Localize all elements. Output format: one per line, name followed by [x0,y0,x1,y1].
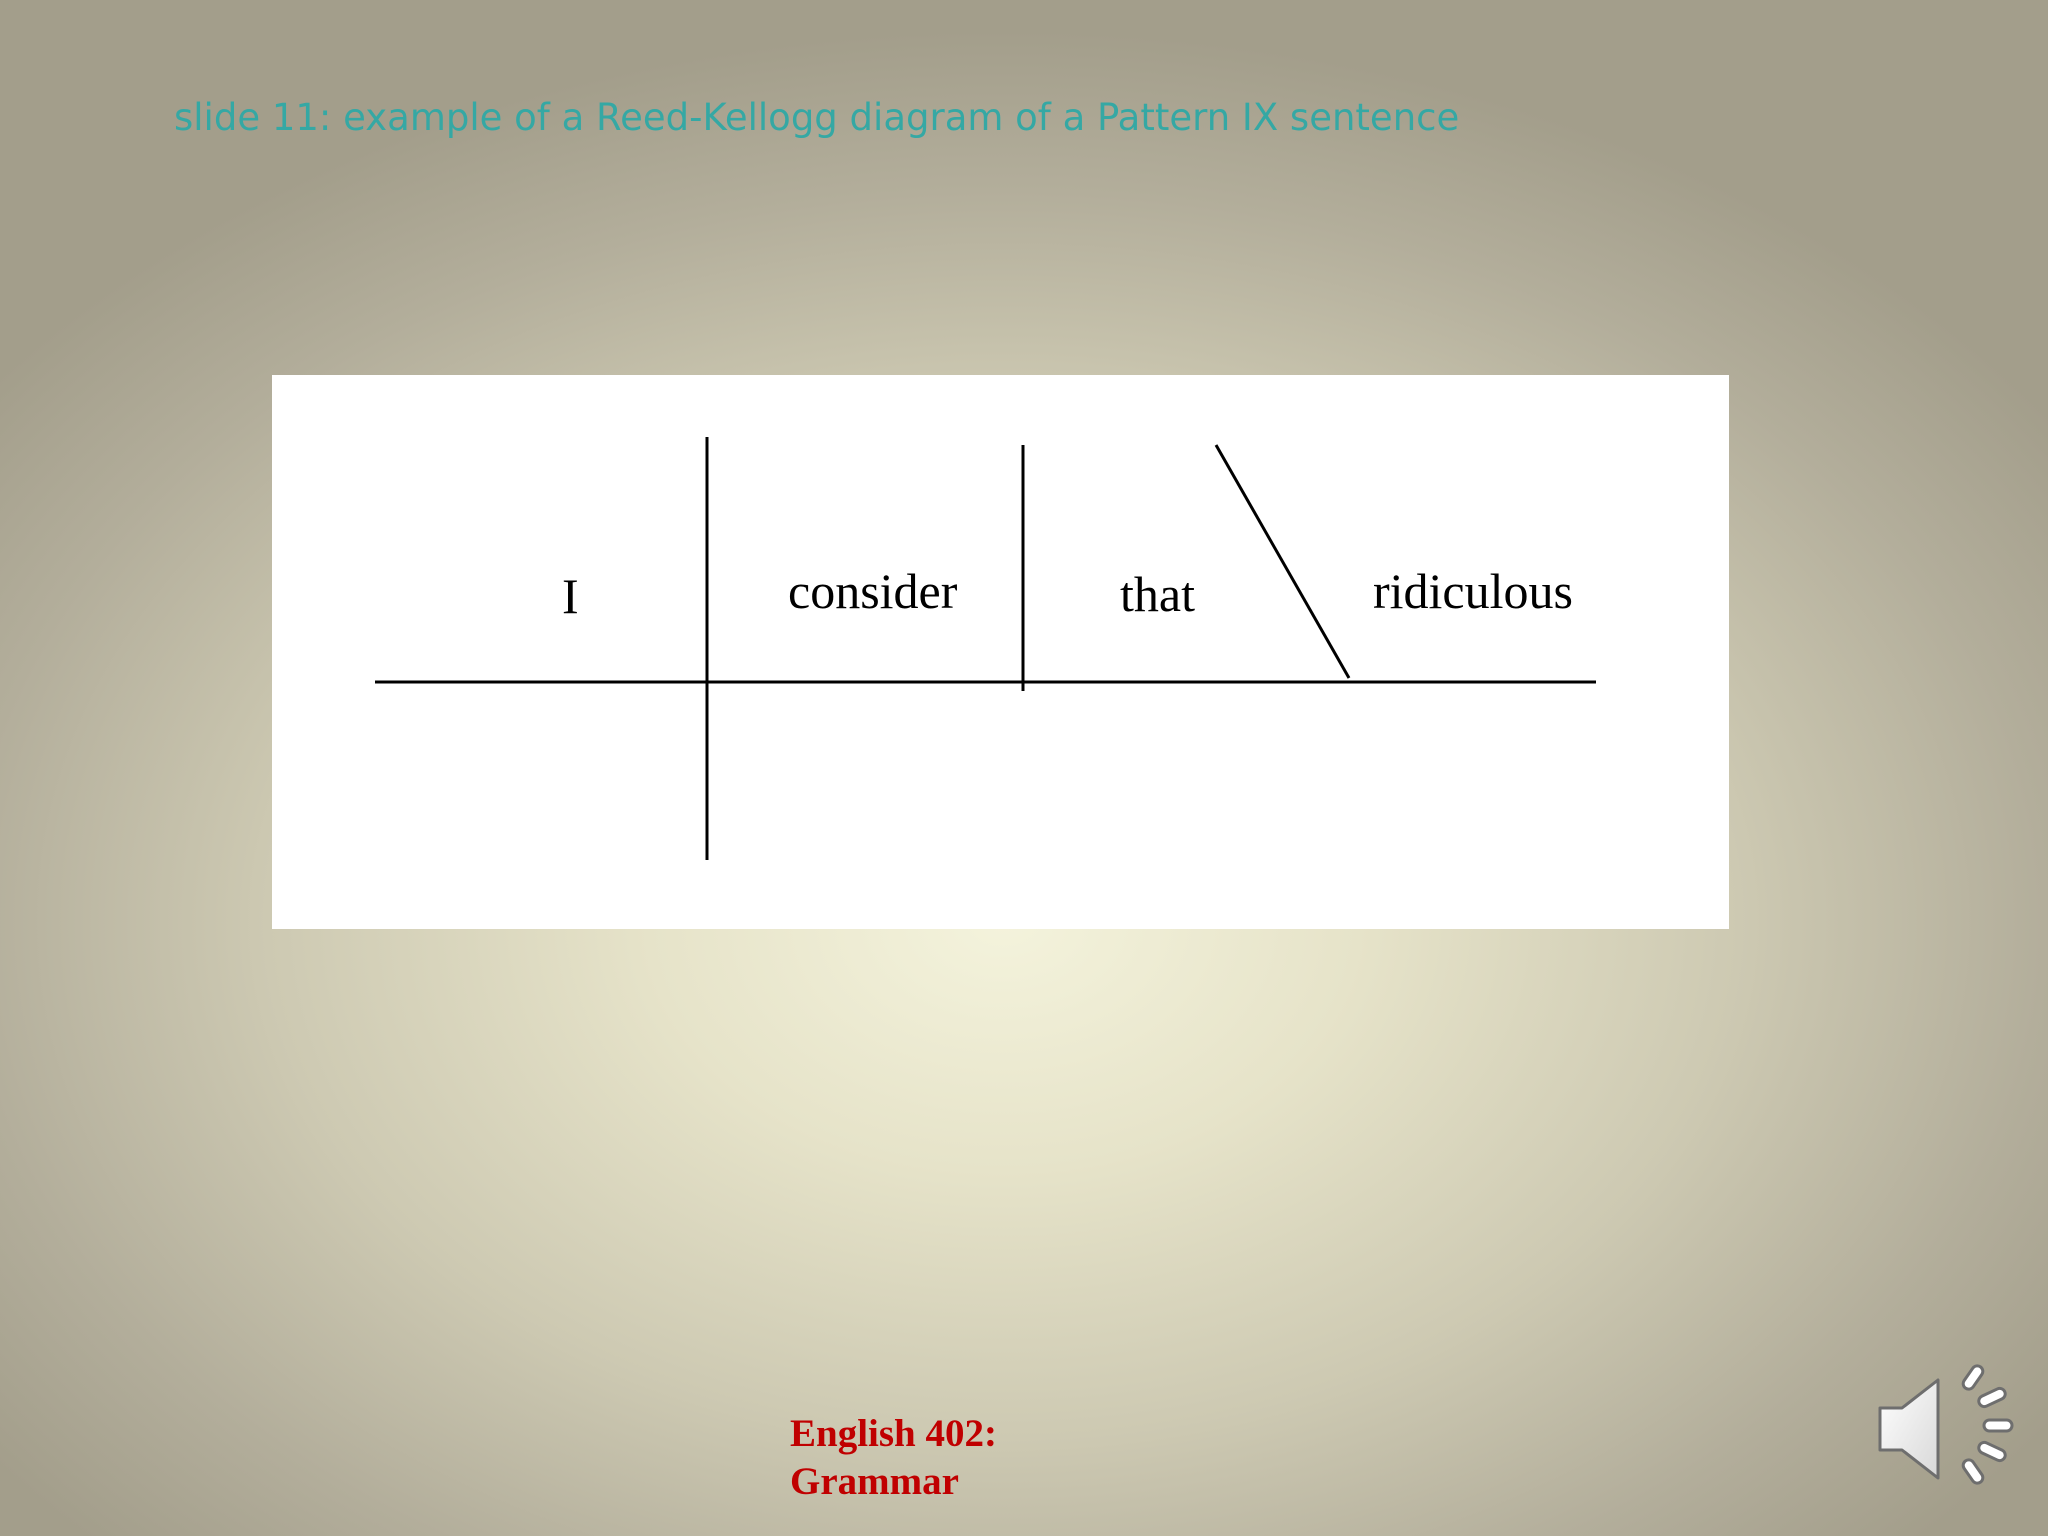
slide-title: slide 11: example of a Reed-Kellogg diag… [174,96,1460,139]
object-complement-slash [1214,444,1351,679]
diagram-word-direct-object: that [1120,566,1195,622]
footer-course-label: English 402: Grammar [790,1410,997,1506]
footer-line-subject: Grammar [790,1460,959,1503]
footer-line-course: English 402: [790,1412,997,1455]
diagram-word-verb: consider [788,563,958,619]
audio-speaker-button[interactable] [1872,1364,2022,1494]
speaker-icon [1878,1364,2014,1485]
diagram-word-object-complement: ridiculous [1373,563,1573,619]
reed-kellogg-diagram: I consider that ridiculous [272,375,1729,929]
diagram-word-subject: I [562,568,579,624]
diagram-canvas: I consider that ridiculous [375,437,1596,860]
